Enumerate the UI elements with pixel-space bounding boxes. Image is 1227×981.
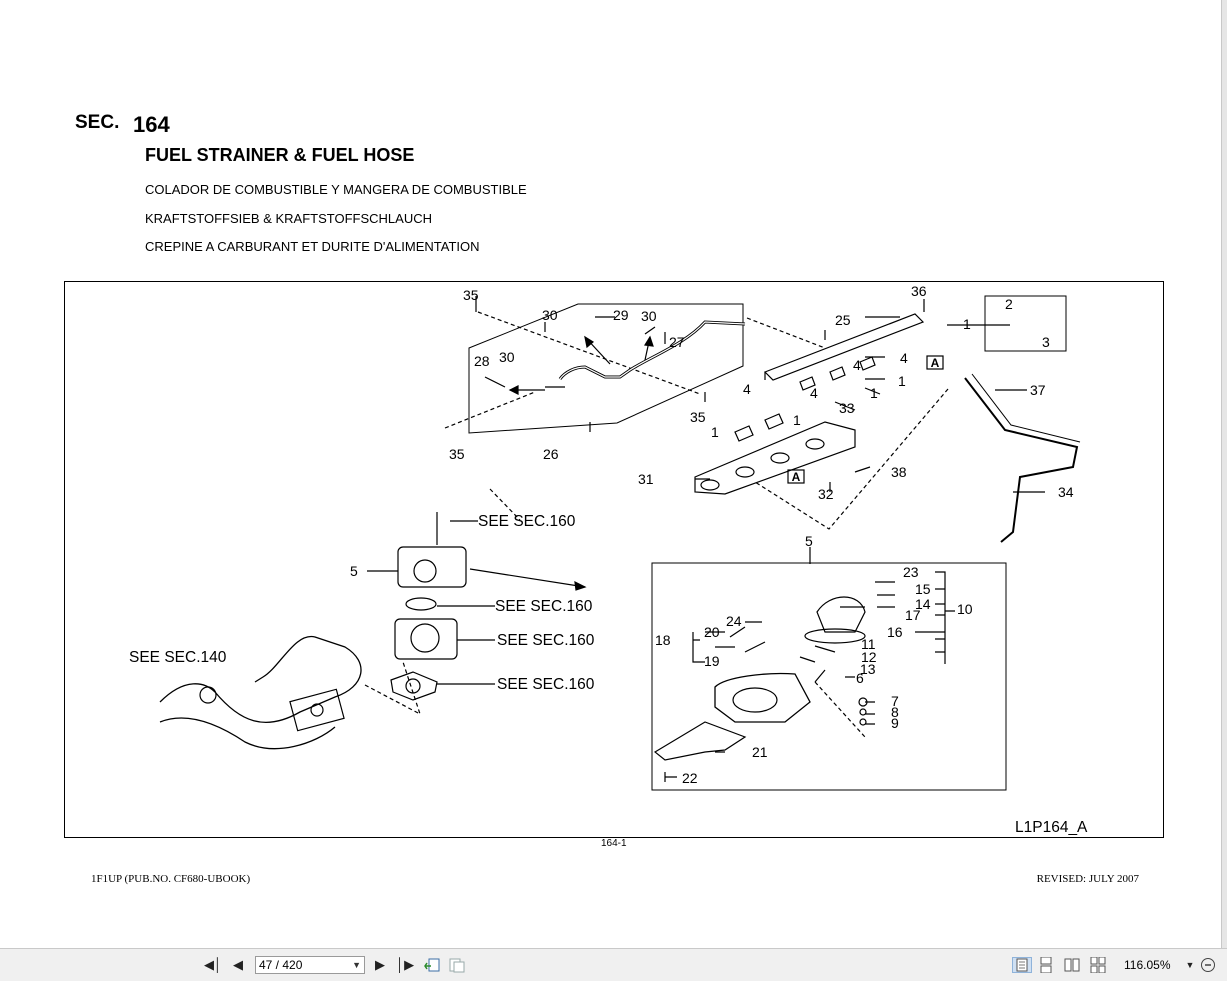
revision-date: REVISED: JULY 2007 [1036, 873, 1139, 885]
part-number-label: 19 [704, 653, 720, 669]
continuous-icon[interactable] [1037, 957, 1055, 973]
part-number-label: 14 [915, 596, 931, 612]
page-number: 164-1 [601, 838, 627, 849]
subtitle-french: CREPINE A CARBURANT ET DURITE D'ALIMENTA… [145, 239, 480, 254]
part-number-label: 30 [499, 349, 515, 365]
part-number-label: 1 [793, 412, 801, 428]
zoom-dropdown-icon[interactable]: ▼ [1185, 960, 1195, 970]
part-number-label: 24 [726, 613, 742, 629]
part-number-label: 10 [957, 601, 973, 617]
part-number-label: 15 [915, 581, 931, 597]
part-number-label: 29 [613, 307, 629, 323]
part-number-label: 1 [898, 373, 906, 389]
part-number-label: 26 [543, 446, 559, 462]
part-number-label: 4 [810, 385, 818, 401]
section-number: 164 [133, 112, 170, 137]
part-number-label: 36 [911, 283, 927, 299]
see-sec-160-callout: SEE SEC.160 [497, 676, 595, 693]
part-number-label: 32 [818, 486, 834, 502]
single-page-icon[interactable] [1012, 957, 1032, 973]
part-number-label: 8 [891, 704, 899, 720]
part-number-label: 27 [669, 334, 685, 350]
subtitle-spanish: COLADOR DE COMBUSTIBLE Y MANGERA DE COMB… [145, 182, 527, 197]
see-sec-160-callout: SEE SEC.160 [495, 598, 593, 615]
page-number-field[interactable]: 47 / 420 ▼ [255, 956, 365, 974]
part-number-label: 5 [805, 533, 813, 549]
part-number-label: 22 [682, 770, 698, 786]
part-number-label: 31 [638, 471, 654, 487]
continuous-facing-icon[interactable] [1089, 957, 1107, 973]
part-number-label: 20 [704, 624, 720, 640]
next-view-icon[interactable] [448, 957, 466, 973]
part-number-label: 1 [870, 385, 878, 401]
subtitle-german: KRAFTSTOFFSIEB & KRAFTSTOFFSCHLAUCH [145, 211, 432, 226]
vertical-scrollbar[interactable] [1221, 0, 1227, 948]
zoom-out-icon[interactable] [1199, 957, 1217, 973]
part-number-label: 2 [1005, 296, 1013, 312]
part-number-label: 13 [860, 661, 876, 677]
part-number-label: 18 [655, 632, 671, 648]
parts-diagram-drawing: A A SEE SEC.160 SEE SEC.160 SEE SEC.160 … [129, 283, 1088, 836]
first-page-icon[interactable]: ◀│ [203, 957, 223, 972]
part-number-label: 4 [853, 357, 861, 373]
part-number-label: 35 [463, 287, 479, 303]
see-sec-160-callout: SEE SEC.160 [497, 632, 595, 649]
last-page-icon[interactable]: │▶ [395, 957, 415, 972]
part-number-label: 3 [1042, 334, 1050, 350]
zoom-level: 116.05% [1124, 958, 1171, 972]
part-number-label: 25 [835, 312, 851, 328]
part-number-label: 35 [449, 446, 465, 462]
previous-view-icon[interactable] [423, 957, 441, 973]
reference-a-box: A A [787, 355, 944, 484]
publication-number: 1F1UP (PUB.NO. CF680-UBOOK) [91, 873, 251, 885]
svg-text:A: A [931, 356, 940, 370]
part-number-label: 16 [887, 624, 903, 640]
part-number-label: 28 [474, 353, 490, 369]
part-number-label: 35 [690, 409, 706, 425]
previous-page-icon[interactable]: ◀ [233, 957, 243, 972]
part-number-label: 6 [856, 670, 864, 686]
part-number-label: 34 [1058, 484, 1074, 500]
part-number-label: 17 [905, 607, 921, 623]
part-number-label: 33 [839, 400, 855, 416]
part-number-label: 30 [641, 308, 657, 324]
see-section-callouts: SEE SEC.160 SEE SEC.160 SEE SEC.160 SEE … [129, 513, 595, 693]
part-number-label: 30 [542, 307, 558, 323]
part-number-label: 37 [1030, 382, 1046, 398]
page-title: FUEL STRAINER & FUEL HOSE [145, 145, 415, 165]
pdf-page: SEC. 164 FUEL STRAINER & FUEL HOSE COLAD… [64, 112, 1164, 885]
part-number-label: 7 [891, 693, 899, 709]
figure-code: L1P164_A [1015, 819, 1088, 836]
part-number-label: 23 [903, 564, 919, 580]
section-label: SEC. [75, 112, 120, 133]
page-number-value: 47 / 420 [259, 958, 303, 972]
parts-diagram: A A SEE SEC.160 SEE SEC.160 SEE SEC.160 … [64, 281, 1164, 838]
part-number-label: 38 [891, 464, 907, 480]
part-number-label: 1 [711, 424, 719, 440]
see-sec-160-callout: SEE SEC.160 [478, 513, 576, 530]
part-number-label: 11 [861, 636, 876, 652]
chevron-down-icon[interactable]: ▼ [352, 960, 361, 970]
navigation-toolbar: ◀│ ◀ 47 / 420 ▼ ▶ │▶ 116.05% ▼ [0, 948, 1227, 981]
see-sec-140-callout: SEE SEC.140 [129, 649, 227, 666]
part-number-label: 5 [350, 563, 358, 579]
part-number-label: 4 [900, 350, 908, 366]
svg-text:A: A [792, 470, 801, 484]
part-number-label: 9 [891, 715, 899, 731]
part-number-label: 12 [861, 649, 877, 665]
facing-icon[interactable] [1063, 957, 1081, 973]
next-page-icon[interactable]: ▶ [375, 957, 385, 972]
part-number-label: 4 [743, 381, 751, 397]
part-number-label: 21 [752, 744, 768, 760]
part-number-label: 1 [963, 316, 971, 332]
part-number-labels: 35 35 35 36 30 30 30 29 27 28 26 25 1 2 … [350, 283, 1074, 786]
